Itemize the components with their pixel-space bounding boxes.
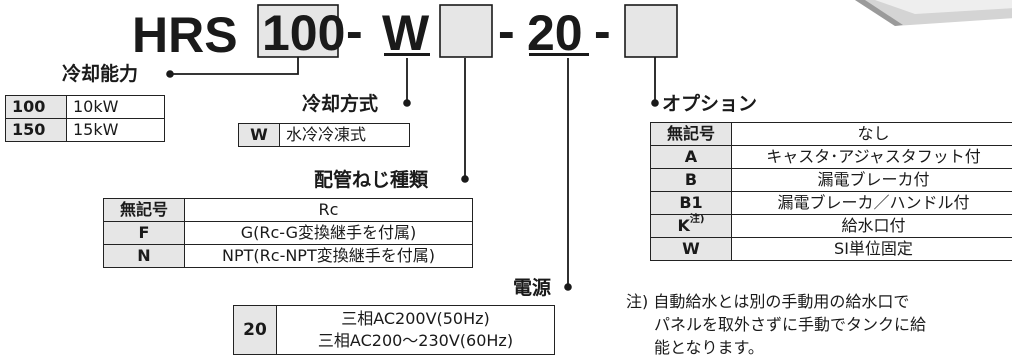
table-row: A キャスタ･アジャスタフット付	[651, 146, 1012, 169]
table-row: 150 15kW	[6, 119, 165, 142]
option-dot	[651, 99, 659, 107]
table-row: 無記号 Rc	[104, 199, 473, 222]
options-table: 無記号 なし A キャスタ･アジャスタフット付 B 漏電ブレーカ付 B1 漏電ブ…	[650, 122, 1012, 261]
cooling-capacity-title: 冷却能力	[62, 63, 138, 85]
table-row: F G(Rc-G変換継手を付属)	[104, 222, 473, 245]
table-row: N NPT(Rc-NPT変換継手を付属)	[104, 245, 473, 268]
option-code-cell: A	[651, 146, 732, 169]
power-code-cell: 20	[234, 306, 277, 355]
table-row: W 水冷冷凍式	[239, 124, 410, 147]
dash-1: -	[346, 3, 363, 59]
pipe-dot	[461, 175, 469, 183]
pipe-desc-cell: NPT(Rc-NPT変換継手を付属)	[185, 245, 473, 268]
pipe-thread-title: 配管ねじ種類	[314, 169, 428, 191]
capacity-desc-cell: 15kW	[67, 119, 165, 142]
table-row: K注) 給水口付	[651, 215, 1012, 238]
option-code: K	[678, 216, 690, 235]
pipe-code-cell: 無記号	[104, 199, 185, 222]
table-row: B 漏電ブレーカ付	[651, 169, 1012, 192]
pipe-thread-table: 無記号 Rc F G(Rc-G変換継手を付属) N NPT(Rc-NPT変換継手…	[103, 198, 473, 268]
option-desc-cell: なし	[732, 123, 1012, 146]
model-series: HRS	[132, 7, 238, 63]
dash-2: -	[498, 3, 515, 59]
option-note: 注) 自動給水とは別の手動用の給水口で パネルを取外さずに手動でタンクに給 能と…	[626, 290, 1012, 359]
option-code-cell: K注)	[651, 215, 732, 238]
option-desc-cell: 給水口付	[732, 215, 1012, 238]
cooling-capacity-table: 100 10kW 150 15kW	[5, 95, 165, 142]
note-line-1: 注) 自動給水とは別の手動用の給水口で	[626, 290, 1012, 313]
option-code-cell: W	[651, 238, 732, 261]
cooling-method-title: 冷却方式	[302, 93, 378, 115]
option-desc-cell: 漏電ブレーカ／ハンドル付	[732, 192, 1012, 215]
table-row: 100 10kW	[6, 96, 165, 119]
option-code-cell: B1	[651, 192, 732, 215]
power-underline	[529, 53, 589, 56]
power-line-2: 三相AC200〜230V(60Hz)	[283, 330, 548, 352]
option-desc-cell: キャスタ･アジャスタフット付	[732, 146, 1012, 169]
option-code-cell: 無記号	[651, 123, 732, 146]
cooling-method-desc-cell: 水冷冷凍式	[280, 124, 410, 147]
pipe-thread-box	[440, 5, 492, 57]
cooling-dot	[403, 99, 411, 107]
note-line-2: パネルを取外さずに手動でタンクに給	[626, 313, 1012, 336]
pipe-desc-cell: G(Rc-G変換継手を付属)	[185, 222, 473, 245]
table-row: 無記号 なし	[651, 123, 1012, 146]
table-row: W SI単位固定	[651, 238, 1012, 261]
capacity-desc-cell: 10kW	[67, 96, 165, 119]
capacity-code: 100	[262, 5, 345, 61]
option-note-mark: 注)	[690, 214, 705, 225]
cooling-code: W	[382, 5, 430, 61]
capacity-code-cell: 100	[6, 96, 67, 119]
pipe-code-cell: N	[104, 245, 185, 268]
power-code: 20	[527, 5, 583, 61]
table-row: B1 漏電ブレーカ／ハンドル付	[651, 192, 1012, 215]
option-desc-cell: 漏電ブレーカ付	[732, 169, 1012, 192]
power-line-1: 三相AC200V(50Hz)	[283, 308, 548, 330]
options-title: オプション	[662, 93, 757, 115]
cooling-underline	[384, 53, 430, 56]
power-desc-cell: 三相AC200V(50Hz) 三相AC200〜230V(60Hz)	[277, 306, 555, 355]
dash-3: -	[594, 3, 611, 59]
capacity-code-cell: 150	[6, 119, 67, 142]
option-box	[625, 5, 677, 57]
note-line-3: 能となります。	[626, 336, 1012, 359]
table-row: 20 三相AC200V(50Hz) 三相AC200〜230V(60Hz)	[234, 306, 555, 355]
capacity-dot	[166, 70, 174, 78]
cooling-method-table: W 水冷冷凍式	[238, 123, 410, 147]
power-supply-title: 電源	[513, 277, 551, 299]
power-supply-table: 20 三相AC200V(50Hz) 三相AC200〜230V(60Hz)	[233, 305, 555, 355]
product-image	[855, 0, 1012, 26]
power-dot	[564, 283, 572, 291]
pipe-code-cell: F	[104, 222, 185, 245]
option-desc-cell: SI単位固定	[732, 238, 1012, 261]
option-code-cell: B	[651, 169, 732, 192]
pipe-desc-cell: Rc	[185, 199, 473, 222]
cooling-method-code-cell: W	[239, 124, 280, 147]
